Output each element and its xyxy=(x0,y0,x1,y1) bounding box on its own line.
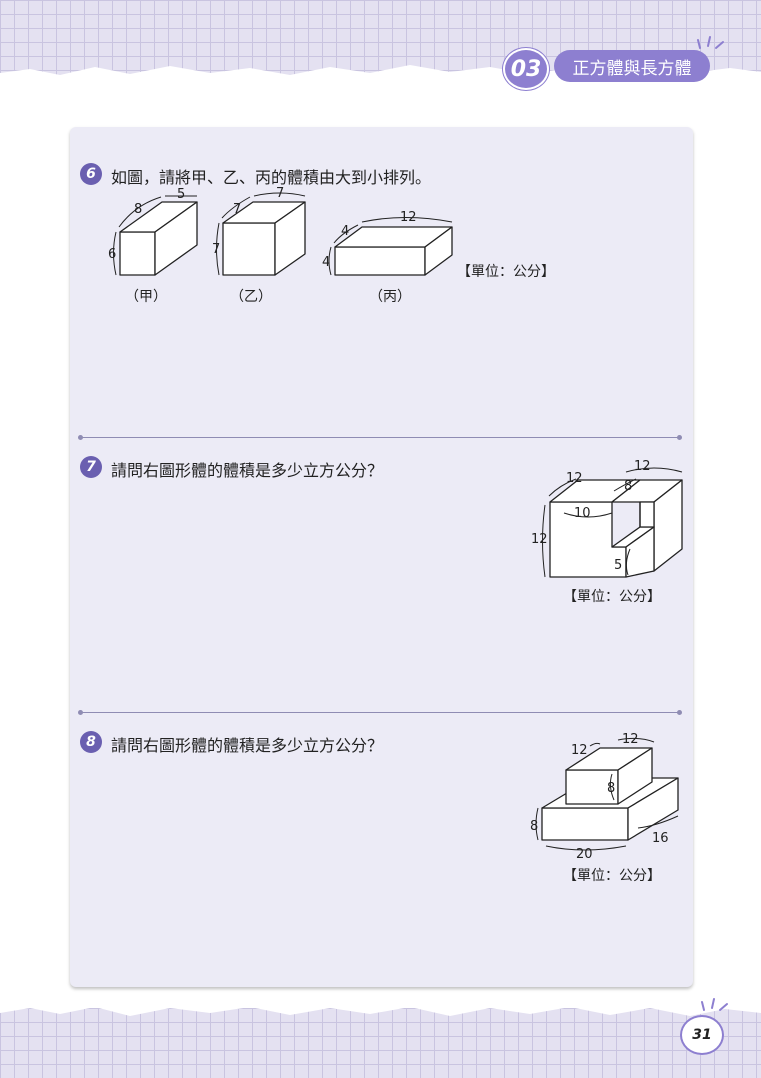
dim-label: 20 xyxy=(576,847,593,862)
unit-label: 【單位：公分】 xyxy=(563,868,661,884)
dim-label: 10 xyxy=(574,506,591,521)
dim-label: 16 xyxy=(652,831,669,846)
dim-label: 12 xyxy=(400,210,417,225)
question-7-text: 請問右圖形體的體積是多少立方公分？ xyxy=(111,461,384,480)
dim-label: 8 xyxy=(530,819,538,834)
dim-label: 12 xyxy=(566,471,583,486)
box-figure-bing: 12 4 4 xyxy=(322,210,453,276)
unit-label: 【單位：公分】 xyxy=(563,589,661,605)
dim-label: 12 xyxy=(531,532,548,547)
dim-label: 7 xyxy=(233,202,241,217)
dim-label: 7 xyxy=(212,242,220,257)
section-divider xyxy=(78,434,682,440)
footer-grid-band xyxy=(0,1008,761,1078)
chapter-title: 正方體與長方體 xyxy=(572,58,692,79)
sparkle-icon xyxy=(701,998,728,1011)
dim-label: 8 xyxy=(134,202,142,217)
dim-label: 4 xyxy=(341,224,349,239)
question-6-text: 如圖，請將甲、乙、丙的體積由大到小排列。 xyxy=(111,168,432,187)
stacked-blocks-figure: 12 12 8 8 16 20 xyxy=(530,732,679,862)
chapter-title-badge: 正方體與長方體 xyxy=(554,50,710,82)
dim-label: 5 xyxy=(177,187,185,202)
section-divider xyxy=(78,709,682,715)
figure-caption-jia: （甲） xyxy=(125,289,167,305)
header-grid-band xyxy=(0,0,761,78)
dim-label: 7 xyxy=(276,186,284,201)
question-number: 8 xyxy=(86,734,96,750)
question-number-badge: 6 xyxy=(80,163,102,185)
page-number: 31 xyxy=(680,1015,724,1055)
box-figure-jia: 5 8 6 xyxy=(108,187,198,276)
page-number-text: 31 xyxy=(692,1027,712,1043)
dim-label: 6 xyxy=(108,247,116,262)
dim-label: 12 xyxy=(634,459,651,474)
sparkle-icon xyxy=(697,36,724,49)
torn-paper-edge-bottom xyxy=(0,995,761,1016)
question-number: 6 xyxy=(86,166,96,182)
question-number-badge: 8 xyxy=(80,731,102,753)
dim-label: 8 xyxy=(607,781,615,796)
chapter-number: 03 xyxy=(510,56,542,82)
chapter-number-badge: 03 xyxy=(503,48,549,90)
dim-label: 8 xyxy=(624,479,632,494)
question-number-badge: 7 xyxy=(80,456,102,478)
dim-label: 4 xyxy=(322,255,330,270)
l-shaped-solid-figure: 12 12 8 10 12 5 xyxy=(531,459,683,578)
unit-label: 【單位：公分】 xyxy=(457,264,555,280)
question-8-text: 請問右圖形體的體積是多少立方公分？ xyxy=(111,736,384,755)
dim-label: 5 xyxy=(614,558,622,573)
figure-caption-bing: （丙） xyxy=(369,289,411,305)
dim-label: 12 xyxy=(571,743,588,758)
dim-label: 12 xyxy=(622,732,639,747)
cube-figure-yi: 7 7 7 xyxy=(212,186,306,276)
figure-caption-yi: （乙） xyxy=(230,289,272,305)
question-number: 7 xyxy=(86,459,96,475)
